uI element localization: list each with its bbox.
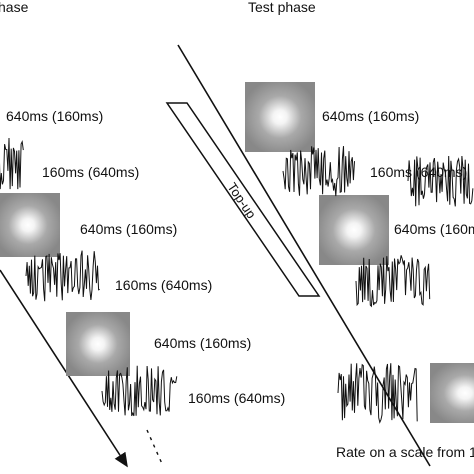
duration-label: 640ms (160ms) — [394, 221, 474, 237]
training-continuation-dashes — [146, 429, 164, 467]
noise-stimulus — [337, 363, 418, 424]
noise-waveform — [282, 146, 355, 197]
noise-stimulus — [282, 146, 355, 197]
training-phase-header: hase — [0, 0, 29, 15]
duration-label: 160ms (640ms) — [188, 390, 285, 406]
gabor-stimulus — [245, 82, 315, 152]
training-timeline-arrow — [0, 269, 128, 468]
noise-waveform — [407, 155, 474, 207]
duration-label: 160ms (640ms) — [115, 277, 212, 293]
noise-waveform — [101, 365, 178, 417]
noise-waveform — [25, 250, 100, 302]
noise-stimulus — [407, 155, 474, 207]
topup-box — [165, 102, 321, 297]
noise-stimulus — [0, 137, 24, 190]
noise-stimulus — [25, 250, 100, 302]
gabor-stimulus — [0, 193, 60, 257]
noise-waveform — [337, 363, 418, 424]
gabor-stimulus — [430, 363, 474, 423]
noise-stimulus — [101, 365, 178, 417]
duration-label: 640ms (160ms) — [80, 221, 177, 237]
duration-label: 640ms (160ms) — [322, 108, 419, 124]
noise-stimulus — [355, 255, 431, 308]
test-phase-header: Test phase — [248, 0, 316, 15]
duration-label: 160ms (640ms) — [42, 164, 139, 180]
duration-label: 160ms (640ms) — [370, 164, 467, 180]
noise-waveform — [355, 255, 431, 308]
gabor-stimulus — [66, 312, 130, 376]
gabor-stimulus — [319, 195, 389, 265]
rating-instruction: Rate on a scale from 1 — [336, 444, 474, 460]
noise-waveform — [0, 137, 24, 190]
duration-label: 640ms (160ms) — [6, 108, 103, 124]
duration-label: 640ms (160ms) — [154, 335, 251, 351]
